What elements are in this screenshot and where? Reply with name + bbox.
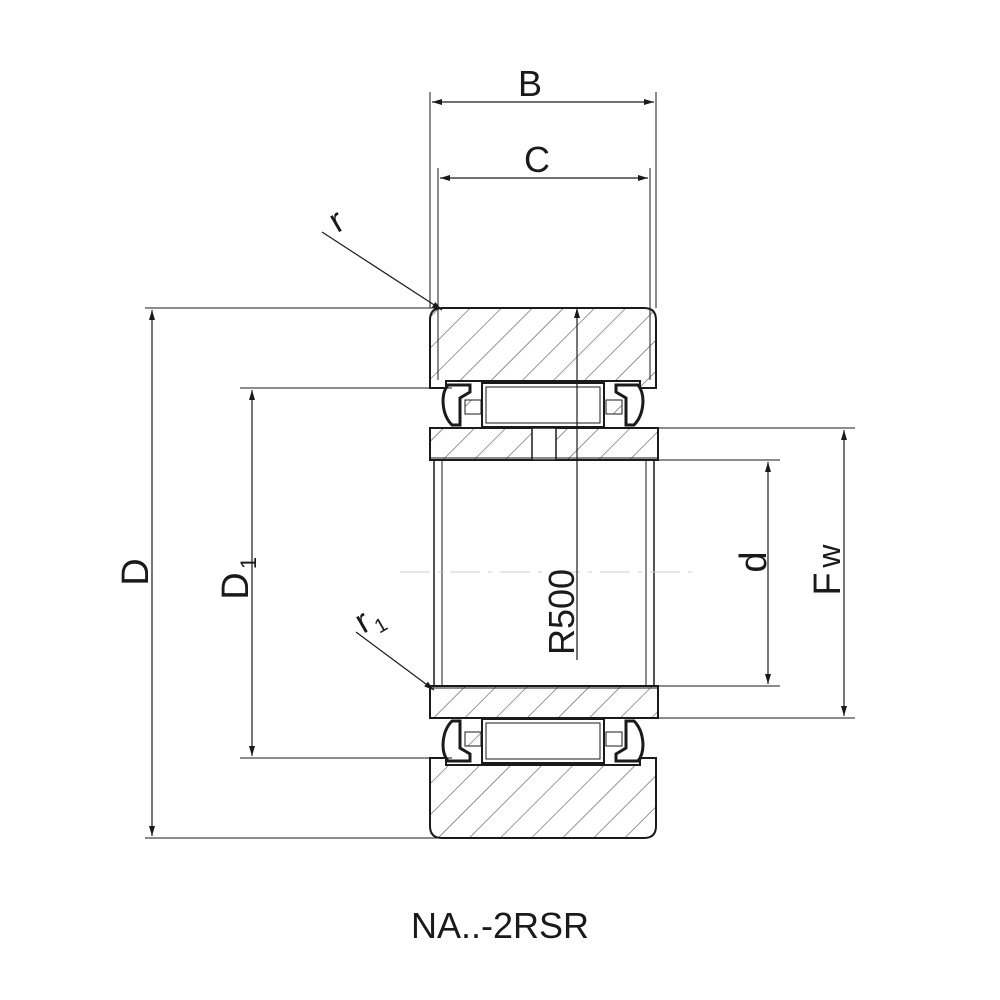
- roller-upper: [441, 382, 645, 428]
- svg-text:D: D: [215, 572, 257, 599]
- label-Fw: F w: [807, 544, 849, 596]
- label-d: d: [733, 551, 775, 572]
- outer-ring-lower: [429, 757, 657, 839]
- label-D: D: [115, 558, 157, 585]
- bearing-designation-caption: NA..-2RSR: [410, 905, 590, 946]
- bore-outline: [400, 460, 700, 686]
- leader-r1: [355, 631, 435, 691]
- label-D1: D 1: [215, 557, 261, 600]
- roller-lower: [441, 718, 645, 764]
- label-C: C: [524, 139, 550, 180]
- extension-lines: [145, 92, 855, 839]
- inner-ring-upper: [429, 427, 659, 461]
- dimension-lines: [149, 99, 847, 836]
- label-B: B: [518, 63, 542, 104]
- outer-ring-upper: [429, 307, 657, 389]
- leader-r: [321, 231, 443, 311]
- svg-text:1: 1: [236, 557, 261, 569]
- svg-text:w: w: [811, 544, 847, 569]
- label-R500: R500: [541, 569, 582, 655]
- inner-ring-lower: [429, 685, 659, 719]
- label-r1: r 1: [348, 602, 391, 641]
- svg-text:F: F: [807, 572, 849, 595]
